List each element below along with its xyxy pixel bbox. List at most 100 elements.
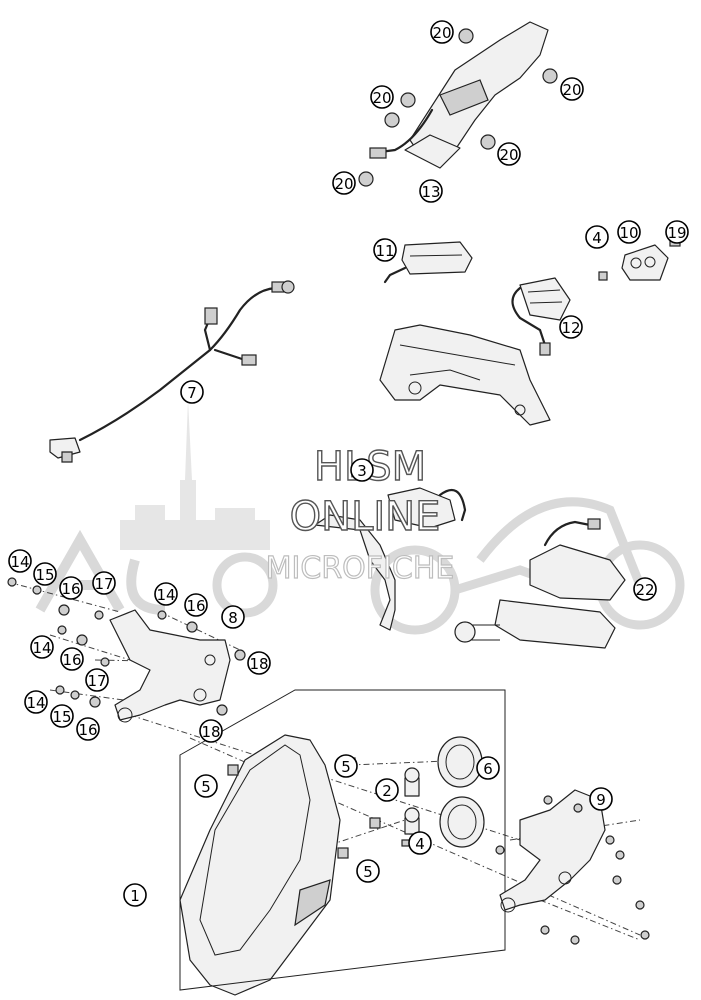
callout-circle: [180, 380, 204, 404]
callout-label: 10: [619, 224, 638, 242]
callout-label: 20: [499, 146, 518, 164]
watermark-logo: HLSM ONLINE MICROFICHE: [265, 443, 455, 586]
callout-c4a: 4: [585, 225, 609, 249]
watermark-line-2: ONLINE: [290, 494, 441, 540]
callout-label: 16: [186, 597, 205, 615]
callout-label: 4: [592, 229, 602, 247]
headlight-rings: [437, 736, 485, 848]
callout-circle: [184, 593, 208, 617]
callout-c20d: 20: [497, 142, 521, 166]
callout-c17b: 17: [85, 668, 109, 692]
callout-label: 7: [187, 384, 197, 402]
callout-circle: [33, 562, 57, 586]
callout-circle: [59, 576, 83, 600]
callout-c5a: 5: [194, 774, 218, 798]
callout-circle: [585, 225, 609, 249]
callout-c15a: 15: [33, 562, 57, 586]
callout-c19: 19: [665, 220, 689, 244]
headlight-mount-bracket: [495, 789, 650, 945]
callout-c7: 7: [180, 380, 204, 404]
headlight-bracket: [109, 609, 231, 723]
callout-label: 20: [334, 175, 353, 193]
callout-label: 20: [372, 89, 391, 107]
callout-label: 17: [87, 672, 106, 690]
callout-circle: [85, 668, 109, 692]
callout-c5b: 5: [334, 754, 358, 778]
callout-c22: 22: [633, 577, 657, 601]
callout-circle: [199, 719, 223, 743]
callout-c18b: 18: [199, 719, 223, 743]
callout-circle: [633, 577, 657, 601]
callout-c20c: 20: [370, 85, 394, 109]
wiring-harness: [49, 280, 295, 463]
callout-label: 14: [10, 553, 29, 571]
callout-label: 18: [201, 723, 220, 741]
callout-circle: [24, 690, 48, 714]
callout-circle: [373, 238, 397, 262]
callout-c6: 6: [476, 756, 500, 780]
callout-c4b: 4: [408, 831, 432, 855]
callout-circle: [30, 635, 54, 659]
callout-circle: [560, 77, 584, 101]
callout-c16d: 16: [76, 717, 100, 741]
callout-label: 12: [561, 319, 580, 337]
rear-bracket: [379, 324, 551, 426]
tail-light: [511, 277, 571, 356]
callout-c14b: 14: [154, 582, 178, 606]
callout-label: 8: [228, 609, 238, 627]
callout-label: 16: [61, 580, 80, 598]
callout-circle: [356, 859, 380, 883]
callout-c11: 11: [373, 238, 397, 262]
callout-circle: [334, 754, 358, 778]
callout-label: 22: [635, 581, 654, 599]
callout-circle: [375, 778, 399, 802]
watermark-line-1: HLSM: [314, 444, 426, 490]
callout-c20b: 20: [560, 77, 584, 101]
callout-c16a: 16: [59, 576, 83, 600]
callout-circle: [60, 647, 84, 671]
callout-circle: [370, 85, 394, 109]
callout-label: 13: [421, 183, 440, 201]
callout-c10: 10: [617, 220, 641, 244]
callout-circle: [476, 756, 500, 780]
callout-c15b: 15: [50, 704, 74, 728]
callout-label: 16: [62, 651, 81, 669]
callout-circle: [154, 582, 178, 606]
callout-label: 2: [382, 782, 392, 800]
front-indicator-left: [314, 487, 467, 631]
callout-circle: [350, 458, 374, 482]
callout-c2: 2: [375, 778, 399, 802]
callout-circle: [589, 787, 613, 811]
callout-label: 15: [35, 566, 54, 584]
callout-label: 3: [357, 462, 367, 480]
callout-c14a: 14: [8, 549, 32, 573]
callout-c20e: 20: [332, 171, 356, 195]
callout-circle: [221, 605, 245, 629]
callout-label: 20: [432, 24, 451, 42]
callout-label: 17: [94, 575, 113, 593]
callout-circle: [559, 315, 583, 339]
callout-circle: [8, 549, 32, 573]
callout-circle: [617, 220, 641, 244]
callout-c14c: 14: [30, 635, 54, 659]
callout-c8: 8: [221, 605, 245, 629]
callout-c14d: 14: [24, 690, 48, 714]
callout-label: 11: [375, 242, 394, 260]
callout-label: 14: [32, 639, 51, 657]
callout-circle: [194, 774, 218, 798]
front-indicator-right: [454, 518, 626, 649]
callout-circle: [430, 20, 454, 44]
callout-label: 19: [667, 224, 686, 242]
callout-label: 14: [26, 694, 45, 712]
watermark-line-3: MICROFICHE: [266, 551, 455, 586]
callout-label: 1: [130, 887, 140, 905]
callout-c20a: 20: [430, 20, 454, 44]
callout-c5c: 5: [356, 859, 380, 883]
callout-label: 16: [78, 721, 97, 739]
callout-label: 4: [415, 835, 425, 853]
callout-c16b: 16: [184, 593, 208, 617]
callout-label: 9: [596, 791, 606, 809]
callout-label: 5: [201, 778, 211, 796]
